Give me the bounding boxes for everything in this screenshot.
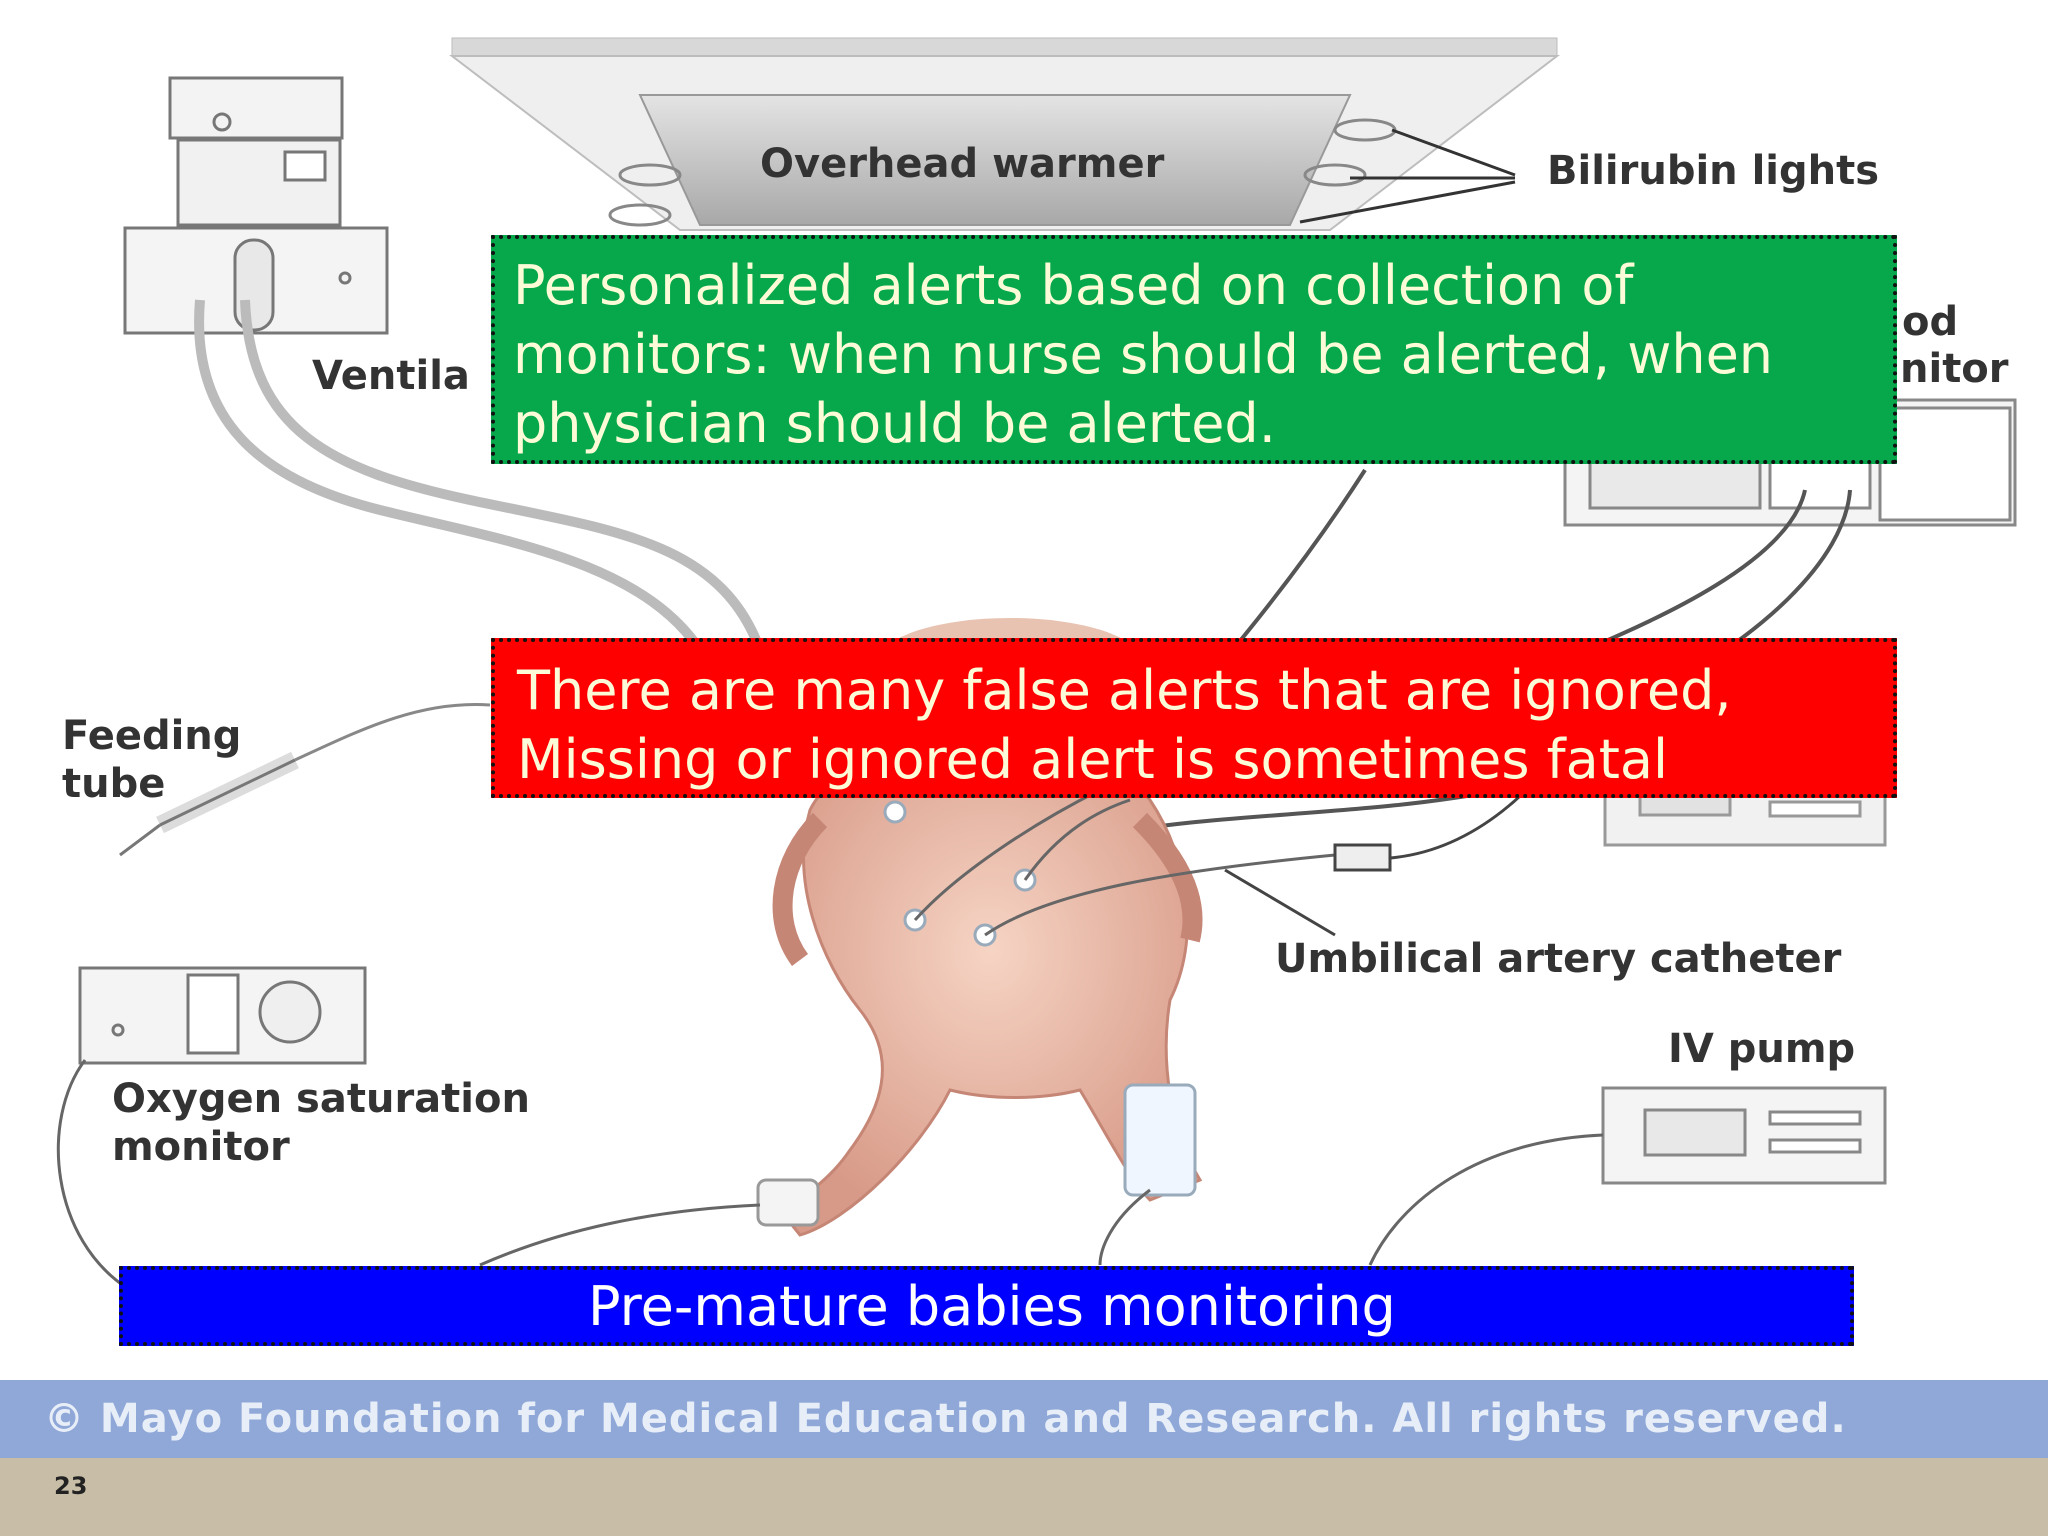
iv-pump-device: [1098, 1086, 1887, 1266]
feeding-tube-label-line1: Feeding: [62, 713, 242, 759]
monitor-label-bottom: nitor: [1900, 346, 2009, 392]
false-alerts-line1: There are many false alerts that are ign…: [517, 659, 1732, 722]
bilirubin-lights-label: Bilirubin lights: [1547, 148, 1880, 194]
oxygen-saturation-label-line1: Oxygen saturation: [112, 1076, 530, 1122]
bilirubin-light-2: [608, 203, 672, 227]
bilirubin-pointer-lines: [1299, 128, 1516, 224]
iv-pump-label: IV pump: [1668, 1026, 1856, 1072]
slide-footer: 23: [0, 1458, 2048, 1536]
ventilator: [123, 76, 389, 335]
oxygen-saturation-label-line2: monitor: [112, 1124, 290, 1170]
overhead-warmer-label: Overhead warmer: [760, 141, 1165, 187]
page-number: 23: [54, 1472, 88, 1500]
monitor-label-top: od: [1902, 299, 1959, 345]
caption-text: Pre-mature babies monitoring: [588, 1275, 1396, 1338]
feeding-tube-syringe: [119, 702, 491, 857]
diagram-artwork: [56, 37, 2017, 1292]
oxygen-saturation-device: [56, 966, 761, 1292]
overhead-warmer: [449, 37, 1560, 231]
personalized-alerts-callout: Personalized alerts based on collection …: [491, 235, 1897, 464]
copyright-band: © Mayo Foundation for Medical Education …: [0, 1380, 2048, 1458]
ventilator-label: Ventila: [312, 353, 470, 399]
personalized-alerts-text: Personalized alerts based on collection …: [513, 254, 1774, 455]
nicu-diagram: Overhead warmer Bilirubin lights Ventila…: [56, 37, 2017, 1346]
caption-callout: Pre-mature babies monitoring: [119, 1266, 1854, 1346]
bilirubin-light-4: [1303, 163, 1367, 187]
false-alerts-line2: Missing or ignored alert is sometimes fa…: [517, 728, 1668, 791]
copyright-text: © Mayo Foundation for Medical Education …: [44, 1396, 1847, 1442]
umbilical-catheter-label: Umbilical artery catheter: [1275, 936, 1842, 982]
false-alerts-callout: There are many false alerts that are ign…: [491, 638, 1897, 798]
feeding-tube-label-line2: tube: [62, 761, 166, 807]
ventilator-tubes: [194, 299, 765, 653]
bilirubin-light-1: [618, 163, 682, 187]
